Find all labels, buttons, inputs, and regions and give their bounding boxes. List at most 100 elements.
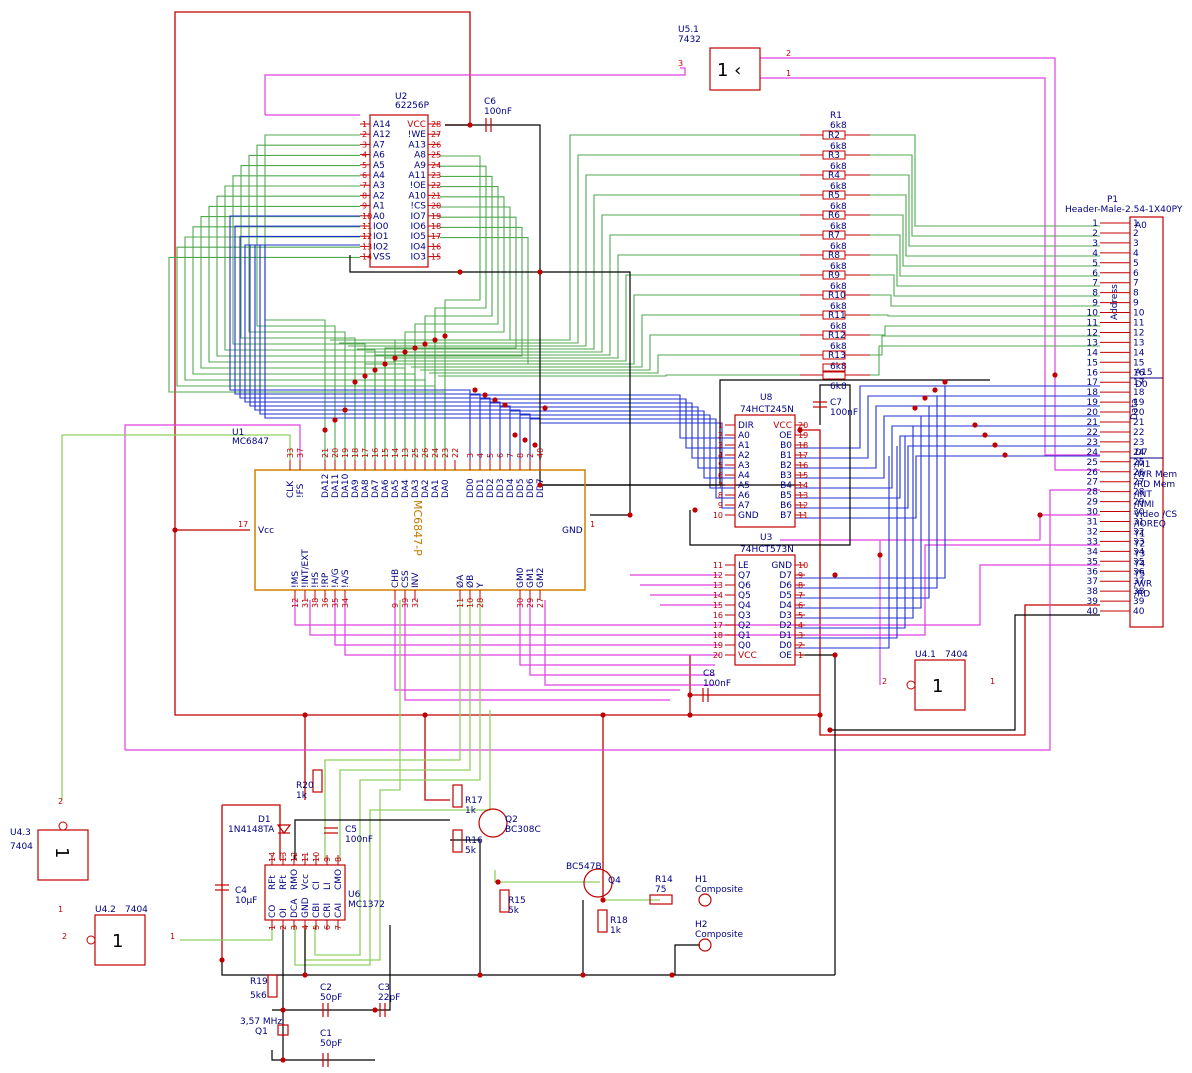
data-wire (795, 435, 1100, 499)
u2-pin-name-A4: A4 (373, 171, 385, 181)
p1-pin-num: 7 (1092, 279, 1098, 289)
u1-bot-pin-name: ØB (465, 575, 476, 588)
junction-dot (392, 355, 398, 361)
u8-pin-num: 1 (718, 421, 723, 430)
u41-pin2: 2 (882, 677, 887, 686)
u1-bot-pin-num: 11 (456, 598, 465, 608)
address-wire (870, 194, 1100, 257)
u8-pin-name-OE: OE (779, 431, 792, 441)
u6-pin-num: 5 (312, 925, 321, 930)
junction-dot (542, 405, 548, 411)
data-wire (795, 426, 914, 619)
p1-pin-num: 11 (1087, 319, 1098, 329)
address-wire (420, 334, 800, 371)
u1-bot-pin-num: 27 (536, 598, 545, 608)
p1-pin-num-inner: 29 (1133, 498, 1145, 508)
u8-pin-name-A7: A7 (738, 501, 750, 511)
u1-bot-pin-num: 36 (321, 598, 330, 608)
p1-pin-num-inner: 23 (1133, 438, 1144, 448)
h2-value: Composite (695, 930, 743, 940)
junction-dot (537, 269, 543, 275)
u3-pin-name-D7: D7 (779, 571, 792, 581)
r20-value: 1k (296, 791, 308, 801)
resistor-value: 6k8 (830, 262, 847, 272)
u1-top-pin-name: DA1 (431, 479, 441, 498)
u8-pin-num: 7 (718, 481, 723, 490)
u6-pin-name: CAI (334, 903, 344, 918)
u2-pin-name-A8: A8 (414, 151, 426, 161)
resistor-ref: R3 (828, 151, 840, 161)
p1-signal-label: /M1 (1134, 460, 1151, 470)
c2-value: 50pF (320, 993, 342, 1003)
u1-top-pin-name: DA12 (321, 474, 331, 498)
u43-symbol: 1 (51, 847, 72, 858)
u2-pin-num: 4 (362, 151, 367, 160)
u1-bot-pin-name: !INT/EXT (301, 549, 311, 588)
u6-pin-num: 10 (312, 852, 321, 862)
u43-pin2: 2 (58, 797, 63, 806)
junction-dot (372, 367, 378, 373)
data-wire (795, 456, 890, 649)
u42-symbol: 1 (112, 931, 123, 952)
p1-signal-label: /INT (1134, 490, 1152, 500)
u2-pin-num: 16 (431, 242, 441, 251)
address-wire (870, 345, 1100, 376)
u43-pin1: 1 (58, 905, 63, 914)
data-wire (490, 402, 735, 459)
d1-value: 1N4148TA (228, 825, 275, 835)
data-wire (795, 396, 938, 589)
u6-pin-num: 11 (301, 852, 310, 862)
p1-pin-num: 36 (1087, 567, 1099, 577)
u2-pin-name-IO0: IO0 (373, 222, 389, 232)
u1-bot-pin-num: 10 (466, 598, 475, 608)
h2-ref: H2 (695, 920, 708, 930)
resistor-value: 6k8 (830, 162, 847, 172)
u3-pin-num: 19 (713, 641, 723, 650)
u3-pin-num: 7 (798, 591, 803, 600)
u1-top-pin-num: 37 (296, 448, 305, 458)
u8-pin-name-B5: B5 (780, 491, 792, 501)
resistor-value: 6k8 (830, 182, 847, 192)
u1-top-pin-num: 17 (361, 448, 370, 458)
junction-dot (687, 692, 693, 698)
u2-pin-name-IO5: IO5 (411, 232, 426, 242)
u1-top-pin-name: DA7 (371, 479, 381, 498)
resistor-ref: R6 (828, 211, 840, 221)
u3-pin-num: 12 (713, 571, 723, 580)
r20-ref: R20 (296, 781, 314, 791)
junction-dot (402, 349, 408, 355)
p1-pin-num-inner: 3 (1133, 239, 1139, 249)
u3-pin-num: 11 (713, 561, 723, 570)
data-wire (239, 235, 491, 460)
u2-pin-name-A13: A13 (408, 140, 426, 150)
data-wire (795, 385, 1100, 449)
resistor-value: 6k8 (830, 142, 847, 152)
resistor-ref: R4 (828, 171, 840, 181)
p1-d0: D0 (1135, 380, 1148, 390)
u8-pin-num: 17 (798, 451, 808, 460)
u8-pin-name-B3: B3 (780, 471, 792, 481)
u2-pin-num: 8 (362, 191, 367, 200)
u3-pin-num: 10 (798, 561, 808, 570)
u2-pin-name-IO4: IO4 (411, 242, 427, 252)
junction-dot (1002, 452, 1008, 458)
p1-pin-num: 31 (1087, 518, 1098, 528)
p1-pin-num-inner: 4 (1133, 249, 1139, 259)
u1-gnd-pin: 1 (590, 520, 595, 529)
u42-pin2: 2 (62, 932, 67, 941)
p1-pin-num-inner: 27 (1133, 478, 1144, 488)
u2-pin-num: 17 (431, 232, 441, 241)
p1-pin-num: 39 (1087, 597, 1099, 607)
u8-pin-num: 2 (718, 431, 723, 440)
p1-pin-num: 18 (1087, 388, 1099, 398)
p1-pin-num: 6 (1092, 269, 1098, 279)
p1-pin-num-inner: 16 (1133, 368, 1145, 378)
address-wire (384, 216, 517, 460)
u1-top-pin-name: DD1 (476, 478, 486, 498)
c6-ref: C6 (484, 97, 496, 107)
junction-dot (532, 442, 538, 448)
p1-pin-num: 8 (1092, 289, 1098, 299)
u2-pin-num: 22 (431, 181, 441, 190)
c3-ref: C3 (378, 983, 390, 993)
